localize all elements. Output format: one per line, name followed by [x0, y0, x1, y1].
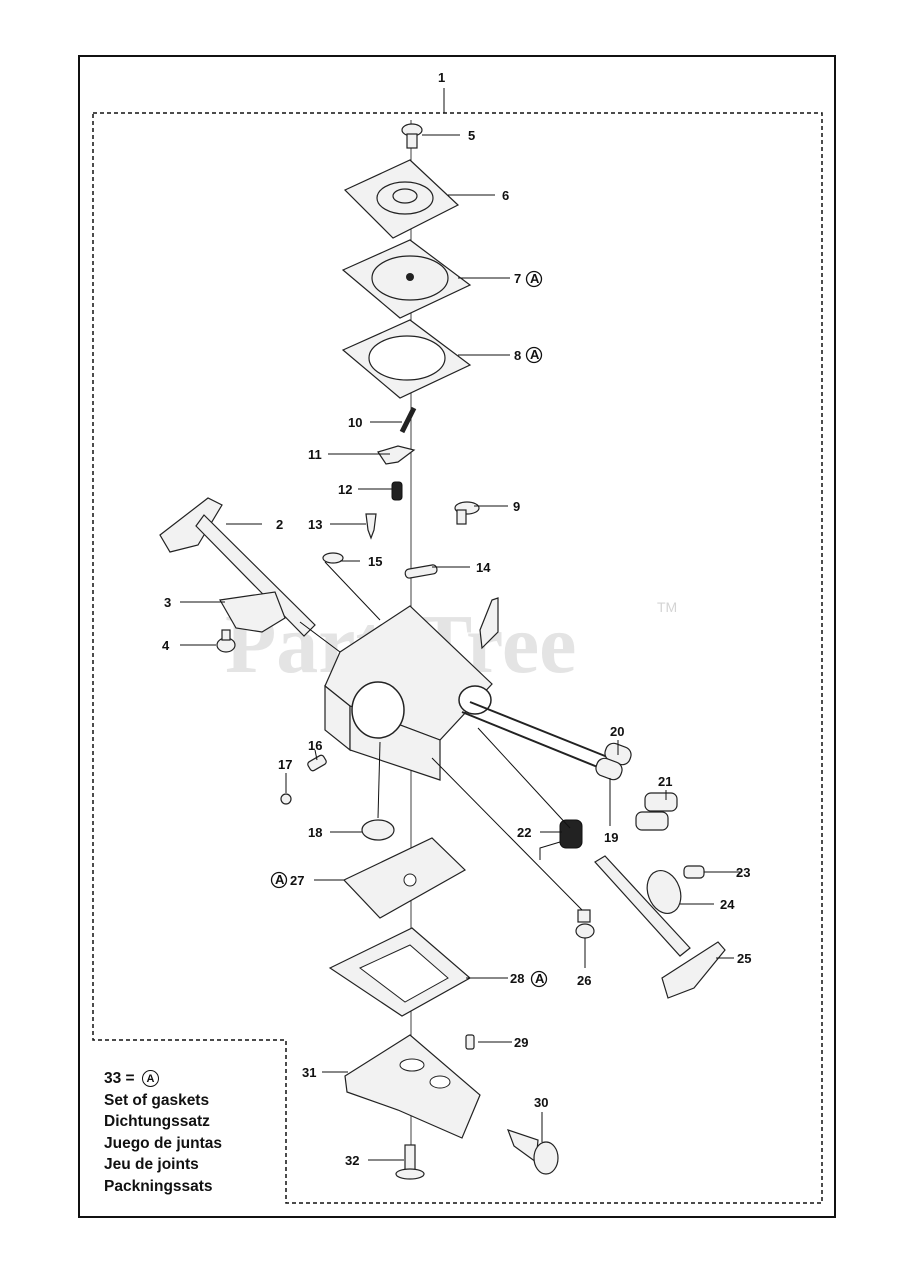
callout-11: 11	[308, 447, 322, 462]
part-29-pin	[465, 1034, 475, 1050]
legend-line-es: Juego de juntas	[104, 1134, 222, 1152]
carburetor-body	[324, 597, 499, 781]
callout-23: 23	[736, 865, 750, 880]
part-11-lever	[377, 445, 416, 465]
legend-line-sv: Packningssats	[104, 1177, 213, 1195]
gasket-kit-legend: 33 = A Set of gaskets Dichtungssatz Jueg…	[104, 1068, 279, 1197]
part-20-19-cables	[461, 701, 632, 781]
badge-8: A	[525, 346, 543, 364]
assembly-boundary	[92, 112, 823, 1204]
callout-16: 16	[308, 738, 322, 753]
badge-28: A	[530, 970, 548, 988]
callout-7: 7	[514, 271, 521, 286]
svg-text:A: A	[530, 271, 540, 286]
part-30-screw	[506, 1129, 559, 1175]
svg-text:A: A	[275, 872, 285, 887]
callout-12: 12	[338, 482, 352, 497]
callout-labels: 5 6 7 8 10 11 12 9 2 13 15 14 3 4 20 21 …	[162, 128, 751, 1168]
part-24-plate	[646, 870, 682, 914]
svg-text:A: A	[535, 971, 545, 986]
part-9-screw	[454, 501, 480, 525]
callout-28: 28	[510, 971, 524, 986]
callout-10: 10	[348, 415, 362, 430]
callout-8: 8	[514, 348, 521, 363]
callout-5: 5	[468, 128, 475, 143]
callout-21: 21	[658, 774, 672, 789]
part-23-screw	[683, 865, 705, 879]
part-4-screw	[216, 629, 236, 653]
diagram-frame	[78, 55, 836, 1218]
part-14-pin	[404, 564, 438, 579]
part-3-plate	[219, 591, 286, 633]
legend-line-fr: Jeu de joints	[104, 1156, 199, 1173]
callout-27: 27	[290, 873, 304, 888]
callout-25: 25	[737, 951, 751, 966]
legend-kit-line: 33 = A	[104, 1068, 279, 1090]
part-8-gasket	[341, 319, 472, 399]
badge-27: A	[270, 871, 288, 889]
badge-7: A	[525, 270, 543, 288]
part-7-diaphragm	[341, 239, 472, 319]
part-25-lever	[594, 855, 726, 999]
part-18-plug	[361, 819, 395, 841]
callout-15: 15	[368, 554, 382, 569]
part-22-spring	[539, 819, 583, 860]
part-6-cover	[343, 159, 460, 239]
legend-line-de: Dichtungssatz	[104, 1113, 210, 1130]
callout-30: 30	[534, 1095, 548, 1110]
callout-17: 17	[278, 757, 292, 772]
callout-14: 14	[476, 560, 491, 575]
callout-2: 2	[276, 517, 283, 532]
gasket-badges: A A A A	[270, 270, 548, 988]
callout-4: 4	[162, 638, 170, 653]
part-17-ball	[280, 793, 292, 805]
callout-22: 22	[517, 825, 531, 840]
legend-line-en: Set of gaskets	[104, 1091, 210, 1109]
part-28-gasket	[328, 927, 472, 1017]
part-16-screw	[307, 754, 327, 772]
part-2-lever	[159, 497, 316, 637]
callout-leaders	[180, 134, 740, 1161]
part-13-needle	[365, 513, 377, 540]
part-10-pin	[399, 406, 417, 434]
part-32-pin	[395, 1144, 425, 1180]
part-27-gasket	[342, 837, 466, 919]
part-31-lower-body	[344, 1034, 481, 1139]
legend-kit-badge: A	[141, 1070, 159, 1088]
callout-3: 3	[164, 595, 171, 610]
callout-32: 32	[345, 1153, 359, 1168]
part-15-washer	[322, 552, 344, 564]
part-5-screw	[401, 123, 423, 149]
part-21-connectors	[635, 792, 678, 831]
callout-26: 26	[577, 973, 591, 988]
part-26-screw	[575, 909, 595, 939]
legend-kit-number: 33 =	[104, 1070, 135, 1087]
callout-19: 19	[604, 830, 618, 845]
callout-29: 29	[514, 1035, 528, 1050]
callout-20: 20	[610, 724, 624, 739]
callout-18: 18	[308, 825, 322, 840]
callout-6: 6	[502, 188, 509, 203]
watermark-tm: TM	[657, 599, 677, 615]
callout-31: 31	[302, 1065, 316, 1080]
callout-1: 1	[438, 70, 445, 85]
callout-13: 13	[308, 517, 322, 532]
callout-9: 9	[513, 499, 520, 514]
callout-24: 24	[720, 897, 735, 912]
part-12-spring	[391, 481, 403, 501]
svg-text:A: A	[530, 347, 540, 362]
